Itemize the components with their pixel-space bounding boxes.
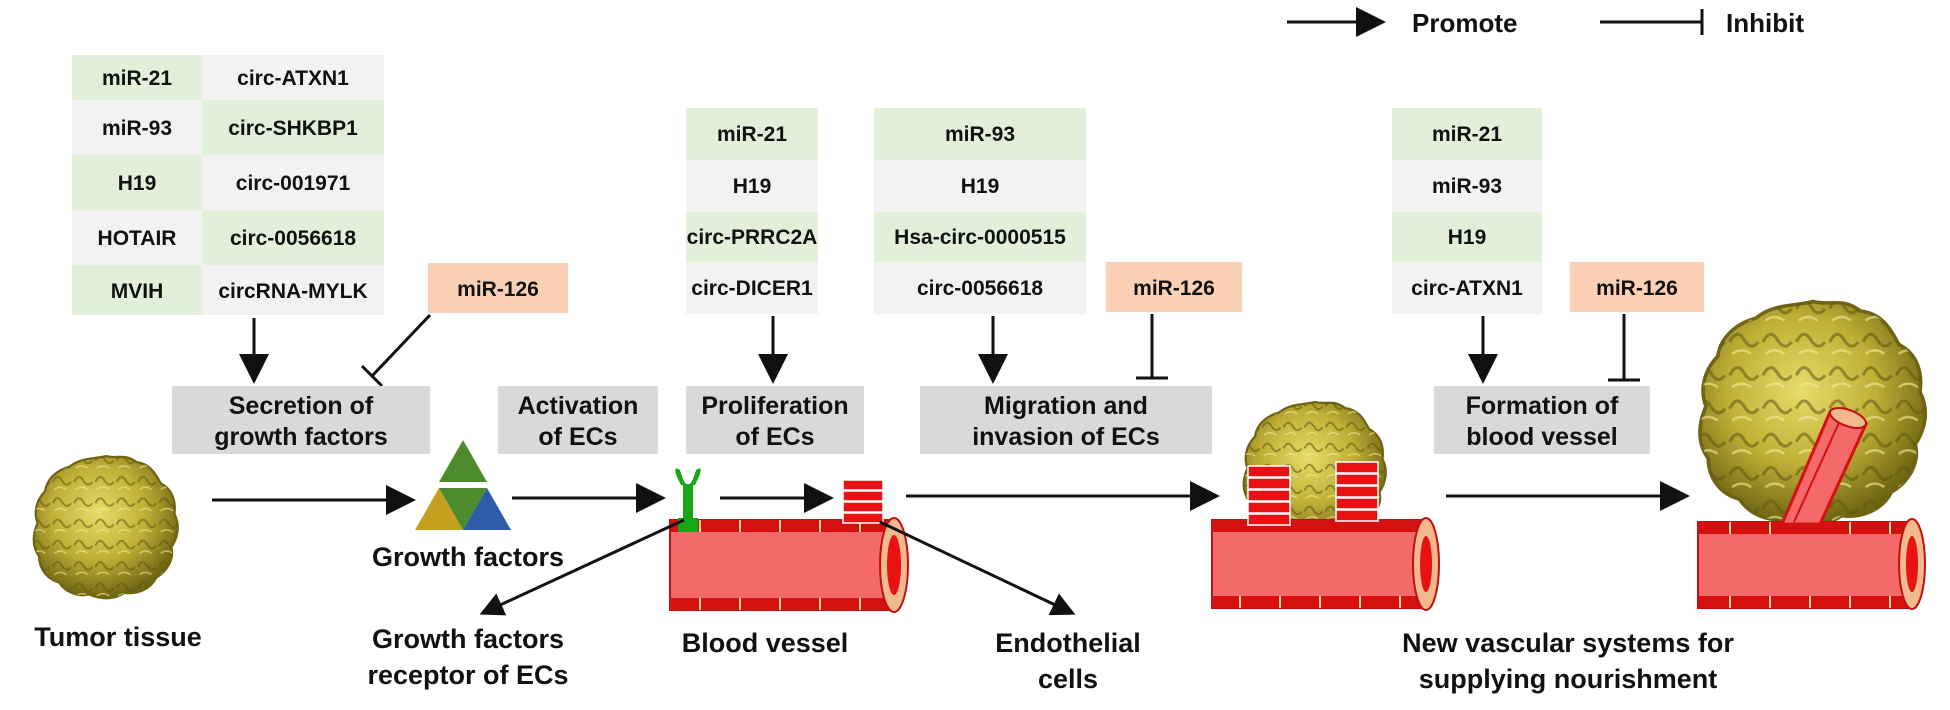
p3-item: circ-0056618: [917, 277, 1043, 300]
p1-a-item: miR-21: [102, 67, 172, 90]
p1-inhibitor: miR-126: [457, 278, 539, 301]
p3-inhibitor: miR-126: [1133, 277, 1215, 300]
stage-secretion-box: [172, 386, 430, 454]
pointer-endothelial: [879, 520, 1076, 616]
p4-inhibitor: miR-126: [1596, 277, 1678, 300]
stage-migration-box: [920, 386, 1212, 454]
p2-item: circ-PRRC2A: [687, 226, 818, 249]
p1-b-item: circ-SHKBP1: [228, 117, 358, 140]
p3-item: H19: [961, 175, 1000, 198]
p1-a-item: MVIH: [111, 280, 164, 303]
p2-item: H19: [733, 175, 772, 198]
label-growth-factors: Growth factors: [372, 542, 564, 572]
pointer-receptor: [479, 518, 685, 616]
p3-item: miR-93: [945, 123, 1015, 146]
p1-b-item: circ-0056618: [230, 227, 356, 250]
stage-formation-box: [1434, 386, 1650, 454]
label-gf-receptor-line1: Growth factors: [372, 624, 564, 654]
panel4-regulators: miR-21 miR-93 H19 circ-ATXN1 miR-126: [1392, 108, 1704, 384]
p3-item: Hsa-circ-0000515: [894, 226, 1066, 249]
legend: Promote Inhibit: [1287, 7, 1804, 38]
stage-migration-line2: invasion of ECs: [972, 423, 1160, 451]
label-new-vascular-line2: supplying nourishment: [1419, 664, 1718, 694]
label-gf-receptor-line2: receptor of ECs: [367, 660, 568, 690]
p2-item: miR-21: [717, 123, 787, 146]
stage-secretion-line2: growth factors: [214, 423, 388, 451]
stage-activation-line1: Activation: [518, 392, 639, 420]
blood-vessel-icon: [669, 517, 909, 613]
stage-formation-line1: Formation of: [1466, 392, 1619, 420]
p1-inhibitor-box: [428, 263, 568, 313]
p1-inhibit-line: [370, 313, 432, 378]
p1-a-item: H19: [118, 172, 157, 195]
stage-secretion-line1: Secretion of: [229, 392, 374, 420]
stage-activation-line2: of ECs: [538, 423, 617, 451]
bottom-labels: Tumor tissue Growth factors Growth facto…: [34, 542, 1734, 694]
legend-inhibit-label: Inhibit: [1726, 8, 1804, 38]
p1-a-item: HOTAIR: [98, 227, 177, 250]
endothelial-cell-stack-icon: [842, 479, 884, 524]
p1-b-item: circ-ATXN1: [237, 67, 349, 90]
p1-a-item: miR-93: [102, 117, 172, 140]
p4-item: miR-21: [1432, 123, 1502, 146]
panel1-regulators: miR-21 miR-93 H19 HOTAIR MVIH circ-ATXN1…: [72, 55, 568, 388]
label-tumor-tissue: Tumor tissue: [34, 622, 202, 652]
stage-proliferation-line1: Proliferation: [701, 392, 848, 420]
label-blood-vessel: Blood vessel: [682, 628, 849, 658]
stage-boxes: Secretion of growth factors Activation o…: [172, 386, 1650, 454]
stage-migration-line1: Migration and: [984, 392, 1148, 420]
stage-proliferation-box: [686, 386, 864, 454]
migrating-vessel-icon: [1211, 400, 1440, 611]
panel2-regulators: miR-21 H19 circ-PRRC2A circ-DICER1: [686, 108, 818, 384]
p1-b-item: circ-001971: [236, 172, 351, 195]
stage-formation-line2: blood vessel: [1466, 423, 1617, 451]
stage-proliferation-line2: of ECs: [735, 423, 814, 451]
label-endothelial-line2: cells: [1038, 664, 1098, 694]
label-endothelial-line1: Endothelial: [995, 628, 1141, 658]
p4-inhibitor-box: [1570, 262, 1704, 312]
p1-b-item: circRNA-MYLK: [218, 280, 367, 303]
new-vessel-icon: [1697, 299, 1928, 610]
tumor-mass-icon: [32, 454, 180, 600]
p4-item: circ-ATXN1: [1411, 277, 1523, 300]
growth-factor-triangles-icon: [415, 440, 511, 530]
p2-item: circ-DICER1: [691, 277, 813, 300]
stage-activation-box: [498, 386, 658, 454]
p3-inhibitor-box: [1106, 262, 1242, 312]
label-new-vascular-line1: New vascular systems for: [1402, 628, 1734, 658]
p4-item: H19: [1448, 226, 1487, 249]
p4-item: miR-93: [1432, 175, 1502, 198]
legend-promote-label: Promote: [1412, 8, 1517, 38]
panel3-regulators: miR-93 H19 Hsa-circ-0000515 circ-0056618…: [874, 108, 1242, 384]
